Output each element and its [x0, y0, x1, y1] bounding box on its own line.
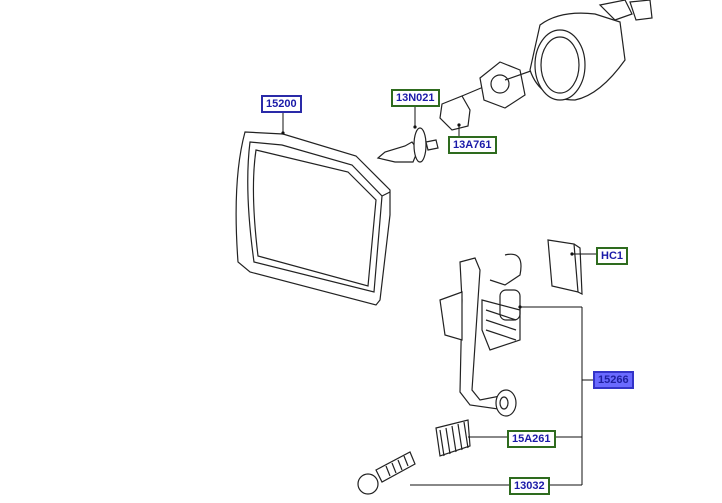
cover-cap — [529, 0, 653, 101]
adjusting-screw — [357, 451, 416, 495]
leader-lines — [282, 104, 597, 486]
callout-13A761[interactable]: 13A761 — [448, 136, 497, 154]
callout-15266-selected[interactable]: 15266 — [593, 371, 634, 389]
bulb-holder — [479, 61, 546, 109]
callout-15A261[interactable]: 15A261 — [507, 430, 556, 448]
callout-15200[interactable]: 15200 — [261, 95, 302, 113]
callout-13N021[interactable]: 13N021 — [391, 89, 440, 107]
callout-HC1[interactable]: HC1 — [596, 247, 629, 265]
leveling-motor-bracket — [439, 253, 522, 417]
relay — [547, 239, 583, 295]
headlamp-unit — [235, 131, 391, 306]
callout-13032[interactable]: 13032 — [509, 477, 550, 495]
spring — [435, 419, 471, 457]
bulb — [376, 127, 439, 163]
